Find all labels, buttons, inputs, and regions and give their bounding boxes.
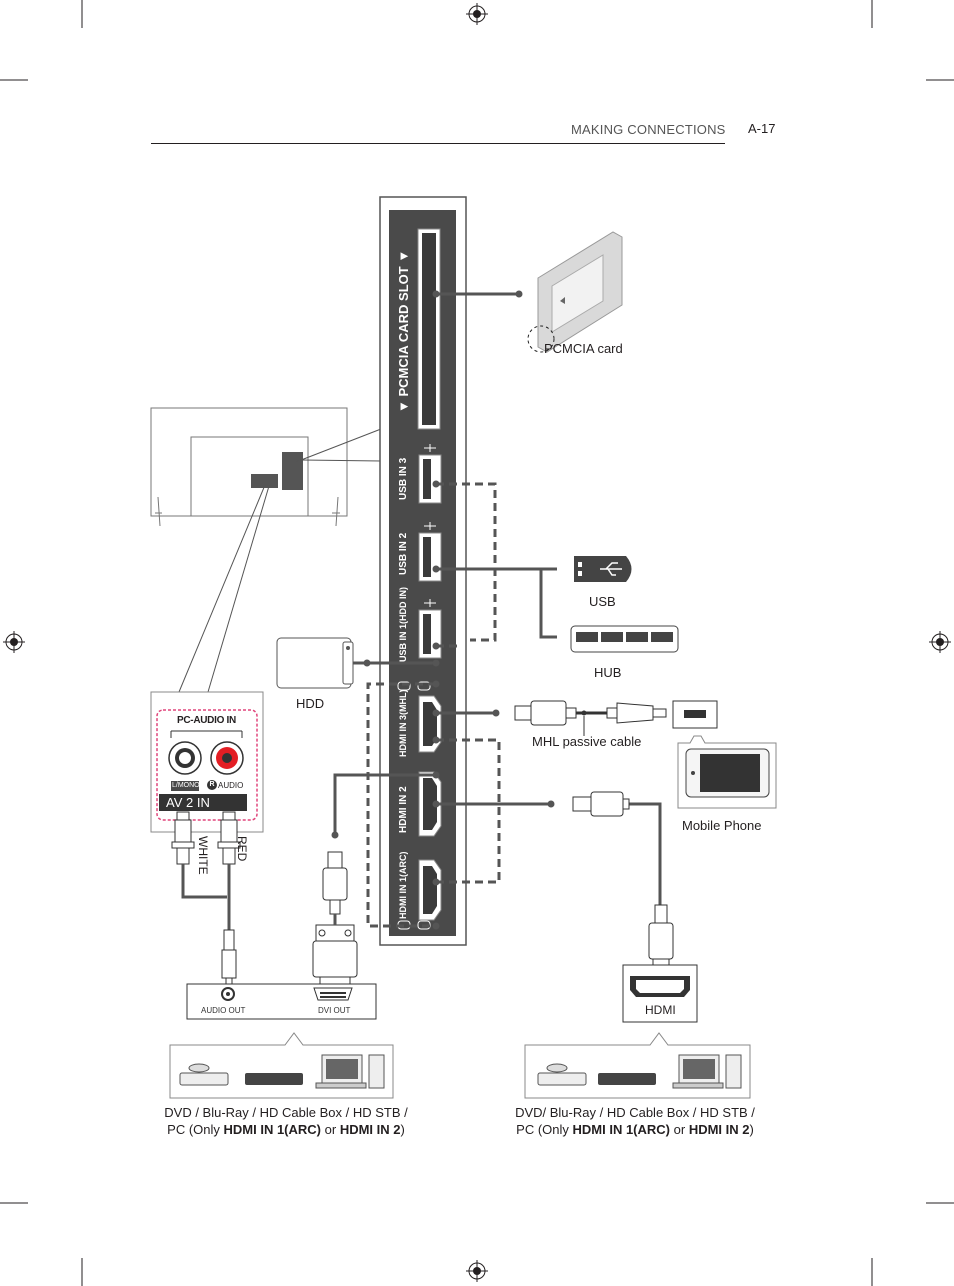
hub-label: HUB <box>594 665 622 680</box>
usb-stick-illustration <box>574 556 632 582</box>
caption-left: DVD / Blu-Ray / HD Cable Box / HD STB / … <box>150 1104 422 1138</box>
red-label: RED <box>235 836 249 862</box>
hdmi-cable-right-illustration <box>572 791 674 977</box>
tv-port-block-large <box>282 452 303 490</box>
header-rule <box>151 143 725 144</box>
av2-in-label: AV 2 IN <box>166 795 210 810</box>
section-title: MAKING CONNECTIONS <box>571 122 726 137</box>
dvi-out-label: DVI OUT <box>318 1006 351 1015</box>
registration-mark-left-icon <box>3 631 25 653</box>
tv-back-illustration <box>150 407 348 527</box>
source-devices-left <box>169 1032 394 1099</box>
mobile-phone-illustration <box>677 735 777 809</box>
usb-hub-illustration <box>570 625 679 653</box>
mobile-phone-label: Mobile Phone <box>682 818 762 833</box>
source-devices-right <box>524 1032 751 1099</box>
caption-right: DVD/ Blu-Ray / HD Cable Box / HD STB / P… <box>500 1104 770 1138</box>
pcmcia-slot-label: ▼ PCMCIA CARD SLOT ▼ <box>396 249 411 413</box>
hdmi-in-1-label: HDMI IN 1(ARC) <box>398 851 408 920</box>
hdmi-in-2-label: HDMI IN 2 <box>398 786 409 833</box>
mhl-cable-illustration <box>514 700 667 726</box>
tv-port-block-small <box>251 474 278 488</box>
mhl-cable-label: MHL passive cable <box>532 734 642 749</box>
hdmi-in-3-label: HDMI IN 3(MHL) <box>398 689 408 758</box>
usb-label: USB <box>589 594 616 609</box>
caption-right-line2: PC (Only HDMI IN 1(ARC) or HDMI IN 2) <box>516 1122 754 1137</box>
pcmcia-card-label: PCMCIA card <box>544 341 623 356</box>
page-number: A-17 <box>748 121 776 136</box>
usb-in-3-label: USB IN 3 <box>398 457 409 500</box>
hdmi-to-dvi-cable-illustration <box>312 851 358 986</box>
caption-right-line1: DVD/ Blu-Ray / HD Cable Box / HD STB / <box>515 1105 755 1120</box>
audio-out-label: AUDIO OUT <box>201 1006 246 1015</box>
hdd-label: HDD <box>296 696 325 711</box>
registration-mark-bottom-icon <box>466 1260 488 1282</box>
usb-in-2-label: USB IN 2 <box>398 532 409 575</box>
caption-left-line1: DVD / Blu-Ray / HD Cable Box / HD STB / <box>164 1105 408 1120</box>
pc-audio-in-label: PC-AUDIO IN <box>177 715 236 726</box>
pcmcia-card-illustration <box>527 231 623 353</box>
caption-left-line2: PC (Only HDMI IN 1(ARC) or HDMI IN 2) <box>167 1122 405 1137</box>
r-badge: R <box>207 780 217 790</box>
l-mono-label: L/MONO <box>172 782 200 789</box>
registration-mark-right-icon <box>929 631 951 653</box>
hdd-illustration <box>276 637 354 689</box>
usb-in-1-label: USB IN 1(HDD IN) <box>398 586 408 662</box>
white-label: WHITE <box>196 836 210 875</box>
r-audio-label: AUDIO <box>218 781 244 790</box>
registration-mark-top-icon <box>466 3 488 25</box>
hdmi-label: HDMI <box>645 1003 676 1017</box>
